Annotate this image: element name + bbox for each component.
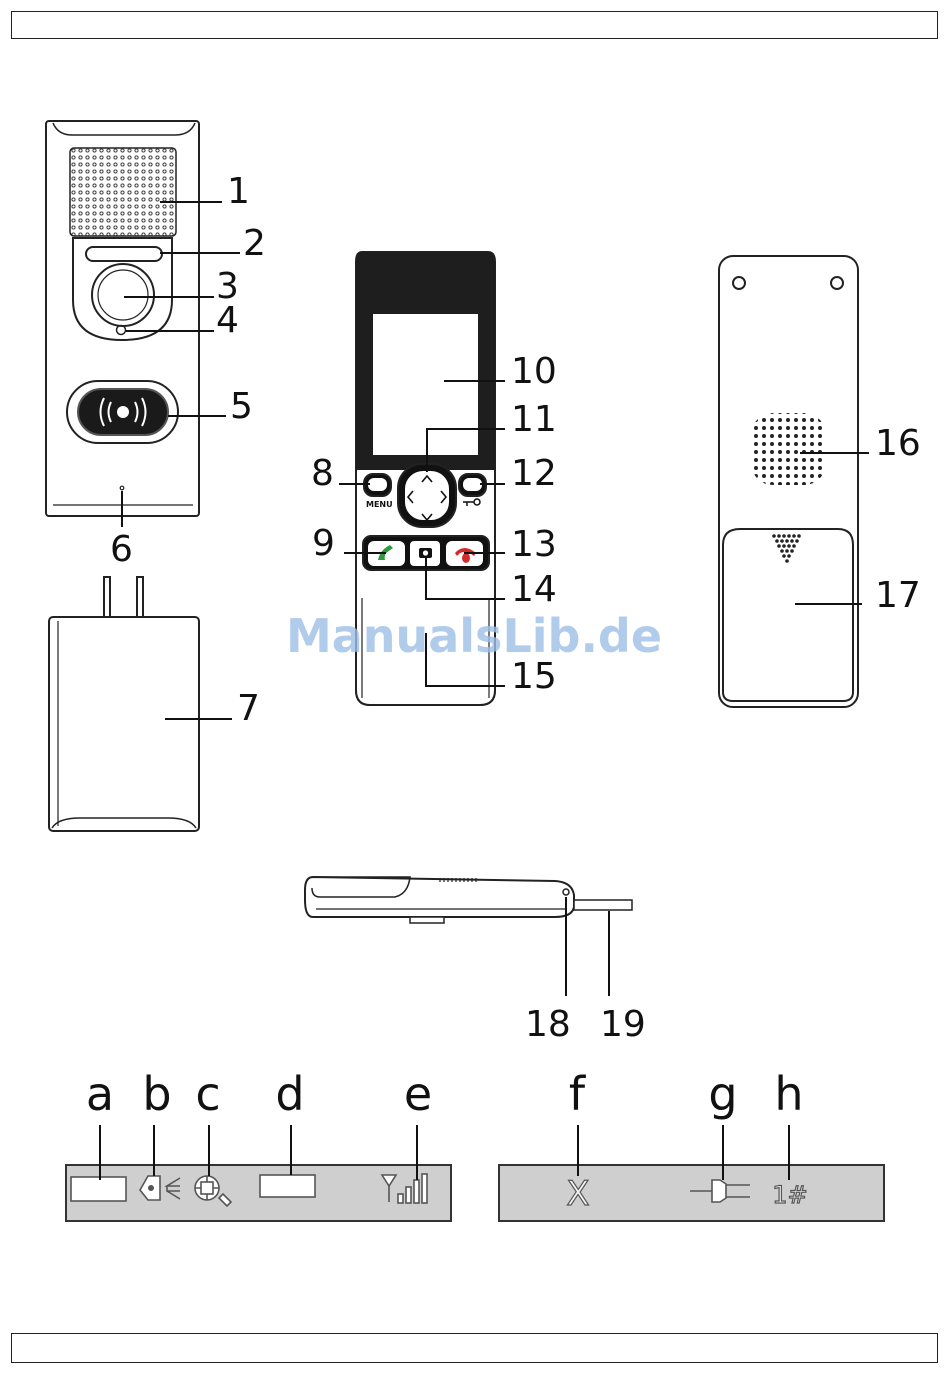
callout-13: 13 (511, 524, 557, 565)
callout-6: 6 (110, 529, 133, 570)
icon-letter-h: h (774, 1067, 803, 1121)
icon-letter-e: e (404, 1067, 432, 1121)
callout-5: 5 (230, 386, 253, 427)
callout-8: 8 (311, 453, 334, 494)
icon-letter-c: c (195, 1067, 220, 1121)
speaker-grille (70, 148, 176, 236)
rear-speaker (751, 413, 826, 485)
battery-icon (71, 1177, 126, 1201)
callout-17: 17 (875, 575, 921, 616)
callout-7: 7 (237, 688, 260, 729)
handset-side-view (305, 877, 632, 923)
memory-icon (260, 1175, 315, 1197)
icon-letter-d: d (275, 1067, 304, 1121)
callout-10: 10 (511, 351, 557, 392)
no-link-icon: X (566, 1174, 589, 1214)
icon-letter-b: b (142, 1067, 171, 1121)
callout-16: 16 (875, 423, 921, 464)
outdoor-unit (46, 121, 199, 516)
icon-bar-left (66, 1165, 451, 1221)
callout-2: 2 (243, 223, 266, 264)
lcd-screen (373, 314, 478, 455)
antenna (574, 900, 632, 910)
handset-back (719, 256, 858, 707)
callout-14: 14 (511, 569, 557, 610)
callout-18: 18 (525, 1004, 571, 1045)
callout-1: 1 (227, 171, 250, 212)
callout-11: 11 (511, 399, 557, 440)
icon-letter-f: f (569, 1067, 587, 1121)
callout-9: 9 (312, 523, 335, 564)
callout-19: 19 (600, 1004, 646, 1045)
callout-4: 4 (216, 300, 239, 341)
icon-letter-g: g (708, 1067, 737, 1121)
callout-12: 12 (511, 453, 557, 494)
icon-letter-a: a (86, 1067, 114, 1121)
watermark: ManualsLib.de (286, 609, 662, 663)
icon-bar-right: X 1# (499, 1165, 884, 1221)
unit-number: 1# (772, 1181, 807, 1209)
menu-key-label: MENU (366, 500, 393, 509)
power-adapter (49, 577, 199, 831)
